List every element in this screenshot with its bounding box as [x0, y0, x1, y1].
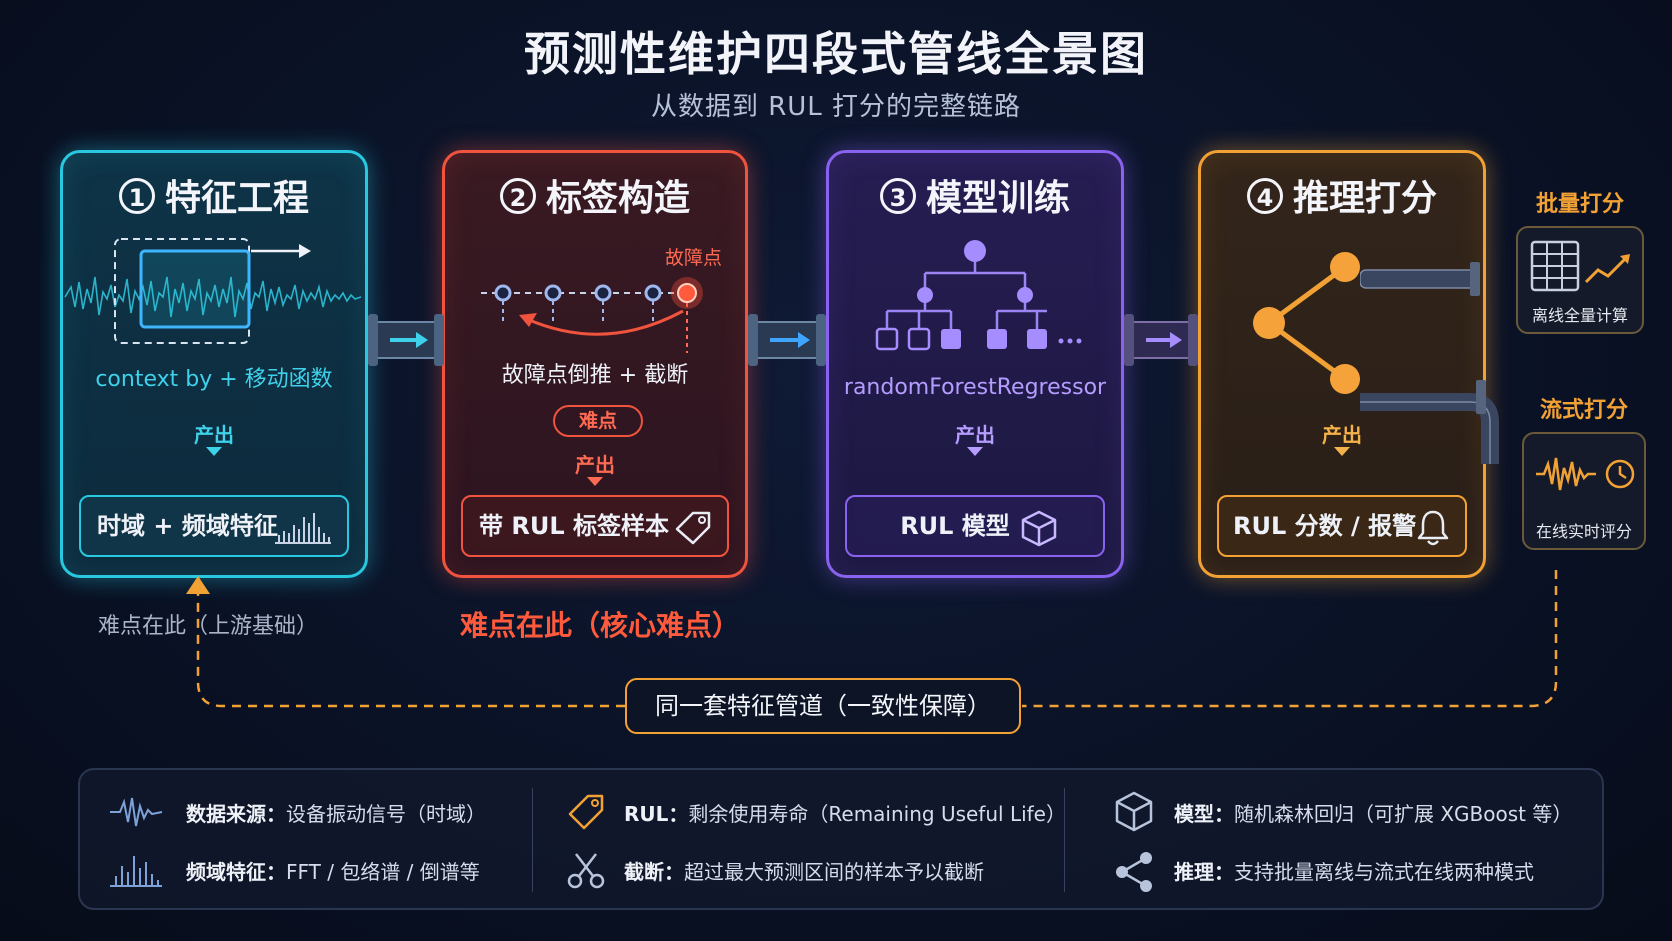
- down-arrow-icon: [967, 447, 983, 456]
- stage-desc: context by + 移动函数: [95, 367, 333, 392]
- legend-model: 模型：随机森林回归（可扩展 XGBoost 等）: [1174, 798, 1572, 827]
- fault-point-label: 故障点: [665, 247, 723, 269]
- legend-rul: RUL：剩余使用寿命（Remaining Useful Life）: [624, 798, 1066, 827]
- legend-value: FFT / 包络谱 / 倒谱等: [286, 860, 480, 884]
- legend-divider: [532, 788, 533, 892]
- legend-key: 频域特征：: [186, 860, 286, 884]
- cube-icon: [1115, 791, 1153, 832]
- stage-desc: randomForestRegressor: [843, 375, 1107, 400]
- spectrum-icon: [110, 856, 162, 887]
- side-pipes: [1360, 262, 1499, 464]
- output-label: 产出: [575, 453, 615, 477]
- feature-pipeline-consistency: 同一套特征管道（一致性保障）: [625, 678, 1021, 734]
- tag-icon: [568, 794, 604, 830]
- output-label: 产出: [1322, 423, 1362, 447]
- output-box: RUL 分数 / 报警: [1217, 495, 1467, 557]
- waveform-icon: [110, 797, 163, 827]
- down-arrow-icon: [587, 477, 603, 486]
- output-text: RUL 分数 / 报警: [1233, 512, 1417, 540]
- legend-value: 剩余使用寿命（Remaining Useful Life）: [688, 802, 1066, 826]
- legend-freq-feature: 频域特征：FFT / 包络谱 / 倒谱等: [186, 856, 480, 885]
- output-box: 带 RUL 标签样本: [461, 495, 729, 557]
- legend-value: 支持批量离线与流式在线两种模式: [1234, 860, 1534, 884]
- stream-scoring-caption: 在线实时评分: [1535, 522, 1632, 541]
- scissors-icon: [567, 853, 605, 889]
- bar-chart-icon: [275, 513, 331, 544]
- pipe-connector-3: [1124, 314, 1198, 366]
- table-trend-icon: [1530, 240, 1630, 292]
- batch-scoring-title: 批量打分: [1536, 192, 1625, 217]
- legend-divider: [1064, 788, 1065, 892]
- output-box: 时域 + 频域特征: [79, 495, 349, 557]
- stage-name: 推理打分: [1292, 178, 1437, 219]
- cube-icon: [1021, 510, 1057, 547]
- down-arrow-icon: [206, 447, 222, 456]
- legend-key: 数据来源：: [186, 802, 286, 826]
- legend-key: 截断：: [624, 860, 684, 884]
- page-subtitle: 从数据到 RUL 打分的完整链路: [650, 92, 1022, 122]
- backtrack-timeline-icon: [481, 277, 703, 353]
- legend-value: 超过最大预测区间的样本予以截断: [684, 860, 984, 884]
- stage2-note: 难点在此（核心难点）: [460, 609, 741, 642]
- legend-key: 模型：: [1174, 802, 1234, 826]
- signal-clock-icon: [1536, 457, 1635, 491]
- page-title: 预测性维护四段式管线全景图: [524, 27, 1148, 81]
- stage1-note: 难点在此（上游基础）: [98, 614, 319, 639]
- feedback-loop-line: [186, 570, 1558, 708]
- legend-inference: 推理：支持批量离线与流式在线两种模式: [1174, 856, 1534, 885]
- stage-number: 4: [1246, 178, 1283, 214]
- decision-tree-icon: [875, 240, 1082, 351]
- share-icon: [1116, 852, 1152, 892]
- legend-key: 推理：: [1174, 860, 1234, 884]
- pipe-connector-2: [748, 314, 826, 366]
- difficulty-badge: 难点: [553, 405, 643, 437]
- output-label: 产出: [955, 423, 995, 447]
- stage-number: 1: [118, 178, 155, 214]
- output-text: RUL 模型: [900, 512, 1010, 540]
- tag-icon: [675, 511, 711, 545]
- legend-panel: 数据来源：设备振动信号（时域） 频域特征：FFT / 包络谱 / 倒谱等 RUL…: [78, 768, 1604, 910]
- legend-key: RUL：: [624, 802, 689, 826]
- stage-name: 标签构造: [545, 178, 690, 219]
- down-arrow-icon: [1334, 447, 1350, 456]
- bell-icon: [1417, 510, 1449, 546]
- output-text: 带 RUL 标签样本: [479, 512, 669, 540]
- sliding-window-icon: [64, 238, 362, 344]
- batch-scoring-box: 离线全量计算: [1516, 226, 1644, 334]
- legend-data-source: 数据来源：设备振动信号（时域）: [186, 798, 486, 827]
- output-box: RUL 模型: [845, 495, 1105, 557]
- legend-value: 设备振动信号（时域）: [286, 802, 486, 826]
- pipe-connector-1: [368, 314, 444, 366]
- stage-number: 2: [499, 178, 536, 214]
- stage-name: 模型训练: [925, 178, 1070, 219]
- stage-name: 特征工程: [164, 178, 309, 219]
- legend-value: 随机森林回归（可扩展 XGBoost 等）: [1234, 802, 1573, 826]
- output-text: 时域 + 频域特征: [97, 512, 278, 540]
- stage-number: 3: [879, 178, 916, 214]
- stream-scoring-title: 流式打分: [1540, 398, 1629, 423]
- stage-desc: 故障点倒推 + 截断: [501, 363, 689, 388]
- legend-truncate: 截断：超过最大预测区间的样本予以截断: [624, 856, 984, 885]
- output-label: 产出: [194, 423, 234, 447]
- share-split-icon: [1253, 252, 1360, 394]
- stream-scoring-box: 在线实时评分: [1522, 432, 1646, 550]
- batch-scoring-caption: 离线全量计算: [1531, 306, 1628, 325]
